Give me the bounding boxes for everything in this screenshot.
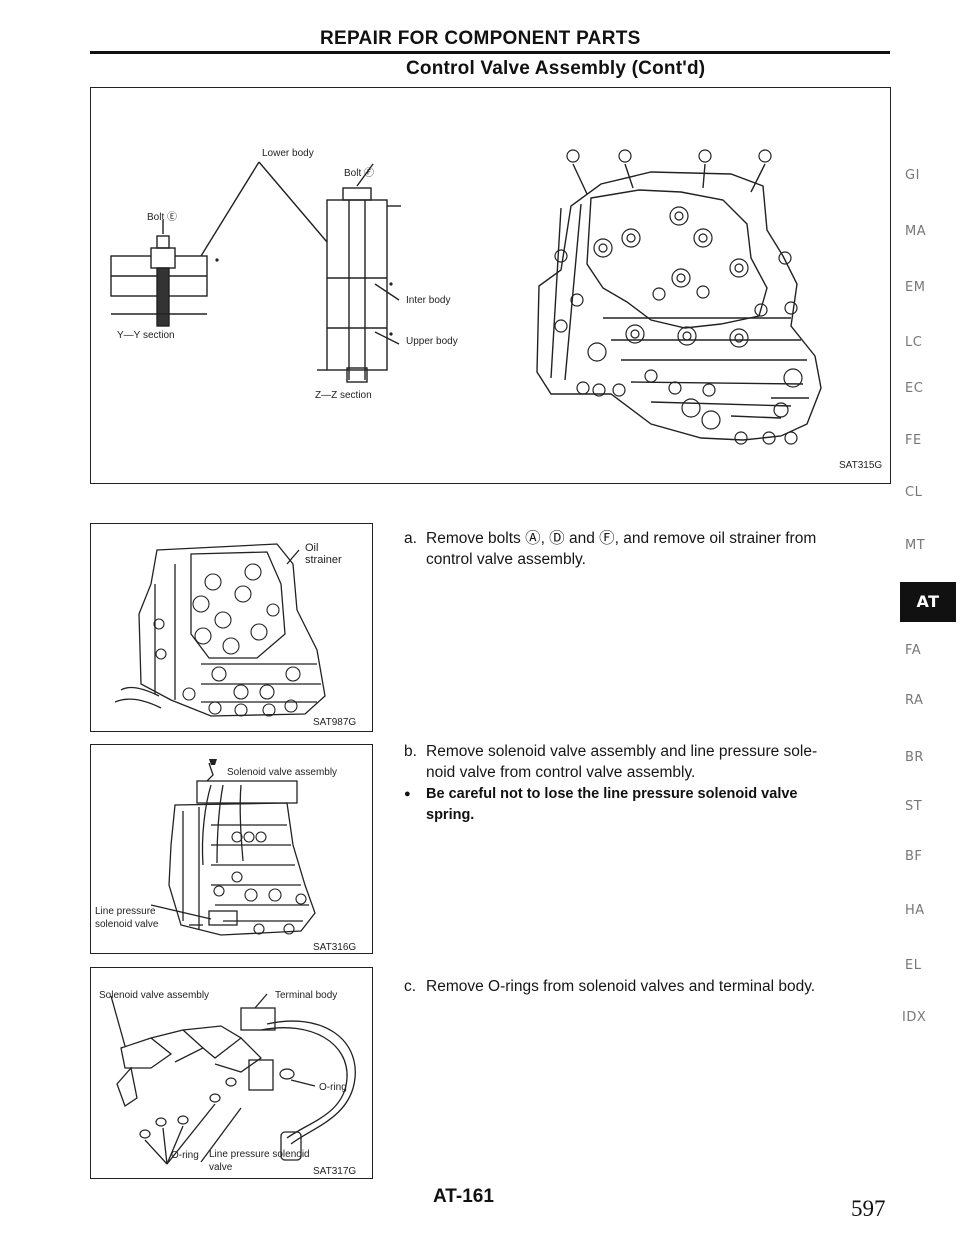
label-o-ring-left: O-ring [171,1150,199,1161]
page-number: 597 [851,1196,886,1221]
section-tab-fe[interactable]: FE [905,433,922,448]
section-tab-fa[interactable]: FA [905,643,922,658]
step-b: b. Remove solenoid valve assembly and li… [404,741,884,785]
section-tab-ha[interactable]: HA [905,903,925,918]
label-oil-strainer: Oil strainer [305,542,342,566]
page-code: AT-161 [433,1186,494,1207]
section-tab-idx[interactable]: IDX [902,1010,927,1025]
solenoid-valve-assembly-illustration [150,759,316,936]
label-zz-section: Z—Z section [315,390,372,401]
section-tab-gi[interactable]: GI [905,168,920,183]
header-rule [90,51,890,54]
o-rings-illustration [110,993,356,1165]
section-tab-br[interactable]: BR [905,750,924,765]
section-tab-cl[interactable]: CL [905,485,923,500]
label-line-pressure-solenoid-valve: Line pressure solenoid valve [209,1149,310,1173]
section-tab-bf[interactable]: BF [905,849,923,864]
label-yy-section: Y—Y section [117,330,175,341]
step-a-text-line1: Remove bolts Ⓐ, Ⓓ and Ⓕ, and remove oil … [426,530,817,547]
figure-solenoid-valve-assembly: Solenoid valve assembly Line pressure so… [90,744,373,954]
figure-code: SAT317G [313,1166,357,1177]
page-header-subtitle: Control Valve Assembly (Cont'd) [406,58,706,79]
page-header-title: REPAIR FOR COMPONENT PARTS [320,28,641,49]
oil-strainer-illustration [114,543,326,717]
label-terminal-body: Terminal body [275,990,338,1001]
step-c-text: Remove O-rings from solenoid valves and … [426,978,816,995]
section-tab-ra[interactable]: RA [905,693,924,708]
section-tab-el[interactable]: EL [905,958,922,973]
section-tab-ec[interactable]: EC [905,381,924,396]
step-a: a. Remove bolts Ⓐ, Ⓓ and Ⓕ, and remove o… [404,528,884,572]
label-solenoid-valve-assembly: Solenoid valve assembly [227,767,338,778]
step-c-label: c. [404,978,417,995]
section-tab-mt[interactable]: MT [905,538,926,553]
label-solenoid-valve-assembly: Solenoid valve assembly [99,990,210,1001]
figure-oil-strainer: Oil strainer SAT987G [90,523,373,732]
label-o-ring-right: O-ring [319,1082,347,1093]
step-b-text-line2: noid valve from control valve assembly. [426,764,696,781]
section-tab-em[interactable]: EM [905,280,926,295]
control-valve-section-illustration [110,149,822,445]
figure-code: SAT987G [313,717,357,728]
warning-line2: spring. [426,807,475,823]
step-b-text-line1: Remove solenoid valve assembly and line … [426,743,818,760]
warning-line1: Be careful not to lose the line pressure… [426,786,798,802]
label-lower-body: Lower body [262,148,314,159]
label-bolt-f: Bolt Ⓕ [344,168,375,179]
label-line-pressure-solenoid-valve: Line pressure solenoid valve [95,906,159,930]
figure-o-rings: Solenoid valve assembly Terminal body O-… [90,967,373,1179]
warning-bullet: ● [404,788,411,800]
section-tab-ma[interactable]: MA [905,224,927,239]
label-inter-body: Inter body [406,295,451,306]
step-b-warning: ● Be careful not to lose the line pressu… [404,784,884,828]
label-upper-body: Upper body [406,336,458,347]
step-a-text-line2: control valve assembly. [426,551,586,568]
section-tab-lc[interactable]: LC [905,335,923,350]
section-tab-at[interactable]: AT [900,582,956,622]
section-tab-st[interactable]: ST [905,799,923,814]
label-bolt-e: Bolt Ⓔ [147,212,178,223]
figure-code: SAT315G [839,460,883,471]
figure-control-valve-sections: Lower body Bolt Ⓕ Bolt Ⓔ Inter body Uppe… [90,87,891,484]
step-b-label: b. [404,743,417,760]
figure-code: SAT316G [313,942,357,953]
step-a-label: a. [404,530,417,547]
step-c: c. Remove O-rings from solenoid valves a… [404,976,884,998]
